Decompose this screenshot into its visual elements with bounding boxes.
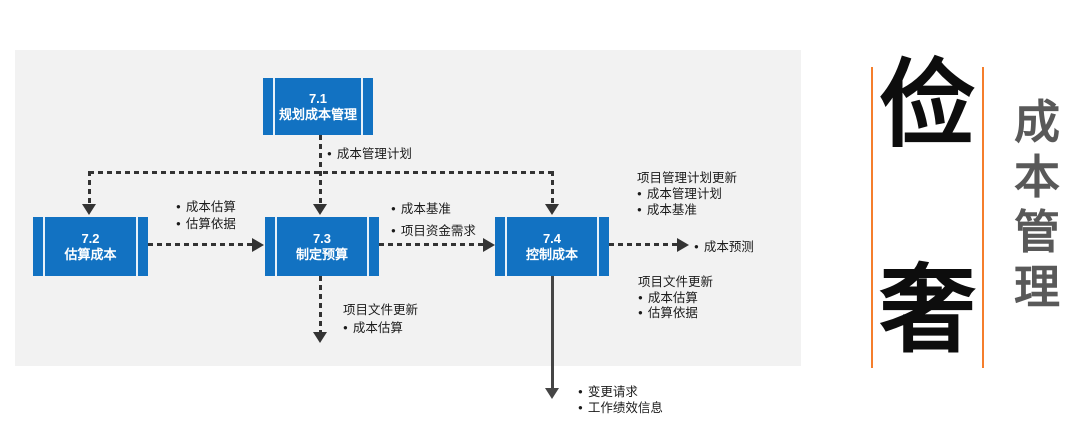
process-box-7-2-estimate-costs: 7.2 估算成本 (33, 217, 148, 276)
process-name: 估算成本 (64, 246, 117, 262)
arrowhead-down-into-7-3 (313, 204, 327, 215)
orange-rule-left (871, 67, 873, 368)
arrowhead-right-into-7-4 (483, 238, 495, 252)
dashed-arrow-7-4-output (609, 243, 677, 246)
orange-rule-right (982, 67, 984, 368)
process-name: 制定预算 (295, 246, 348, 262)
label-doc-updates-right: 项目文件更新 成本估算 估算依据 (638, 275, 713, 320)
arrowhead-down-below-7-4 (545, 388, 559, 399)
dashed-line-down-to-7-2 (88, 171, 91, 204)
dashed-arrow-below-7-3 (319, 276, 322, 332)
process-box-7-1-plan-cost-management: 7.1 规划成本管理 (263, 78, 373, 135)
process-name: 规划成本管理 (278, 106, 357, 122)
process-name: 控制成本 (525, 246, 578, 262)
big-char-jian: 俭 (879, 52, 976, 159)
arrowhead-down-into-7-2 (82, 204, 96, 215)
label-estimate-outputs: 成本估算 估算依据 (176, 198, 236, 232)
arrowhead-right-into-7-3 (252, 238, 264, 252)
label-doc-updates-budget: 项目文件更新 成本估算 (343, 302, 418, 336)
process-box-7-4-control-costs: 7.4 控制成本 (495, 217, 609, 276)
process-number: 7.3 (312, 230, 332, 246)
arrowhead-down-below-7-3 (313, 332, 327, 343)
process-number: 7.1 (308, 90, 328, 106)
big-char-she: 奢 (879, 257, 976, 364)
process-box-7-3-determine-budget: 7.3 制定预算 (265, 217, 379, 276)
process-number: 7.4 (542, 230, 562, 246)
dashed-arrow-7-3-to-7-4 (379, 243, 483, 246)
label-pm-plan-updates: 项目管理计划更新 成本管理计划 成本基准 (637, 170, 737, 218)
dashed-arrow-7-2-to-7-3 (148, 243, 252, 246)
arrowhead-right-forecast (677, 238, 689, 252)
solid-arrow-below-7-4 (551, 276, 554, 388)
label-cost-forecast: 成本预测 (694, 238, 754, 255)
label-control-outputs: 变更请求 工作绩效信息 (578, 384, 663, 416)
dashed-line-down-to-7-4 (551, 171, 554, 204)
process-number: 7.2 (81, 230, 100, 246)
label-cost-management-plan: 成本管理计划 (327, 145, 412, 162)
arrowhead-down-into-7-4 (545, 204, 559, 215)
dashed-line-top-horizontal (89, 171, 554, 174)
label-budget-outputs: 成本基准 项目资金需求 (391, 198, 476, 242)
dashed-line-7-1-to-7-3 (319, 135, 322, 204)
vertical-title-cost-management: 成本管理 (1014, 96, 1060, 313)
